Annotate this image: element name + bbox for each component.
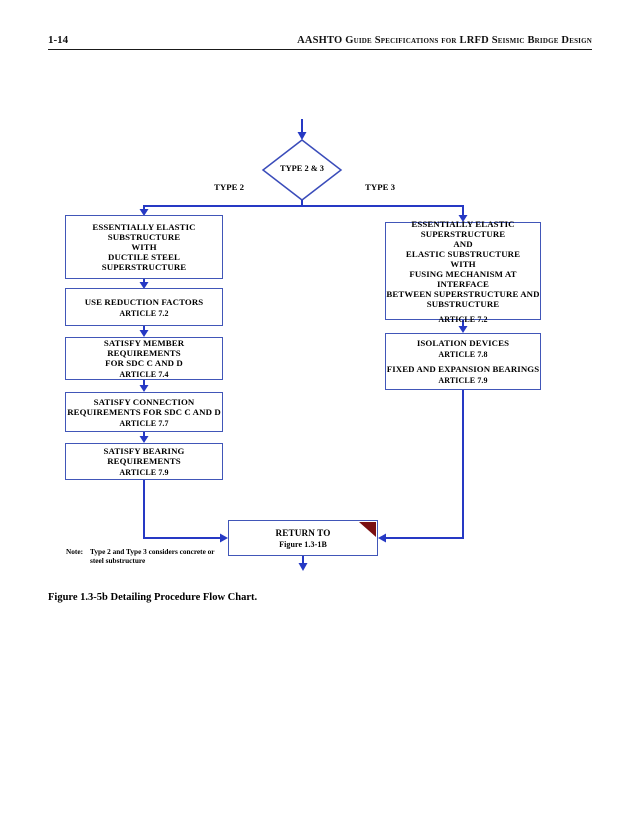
flow-box-bearing-requirements: SATISFY BEARING REQUIREMENTS ARTICLE 7.9 [65, 443, 223, 480]
flow-box-connection-requirements: SATISFY CONNECTION REQUIREMENTS FOR SDC … [65, 392, 223, 432]
box-line: BETWEEN SUPERSTRUCTURE AND [386, 288, 540, 299]
box-article: ARTICLE 7.2 [119, 308, 169, 318]
figure-note: Note: Type 2 and Type 3 considers concre… [66, 547, 215, 565]
box-article: ARTICLE 7.9 [119, 468, 169, 477]
corner-flag-triangle [359, 522, 376, 537]
note-label: Note: [66, 547, 84, 556]
page-number: 1-14 [48, 34, 69, 46]
decision-diamond-label: TYPE 2 & 3 [280, 164, 324, 173]
box-line: AND [453, 238, 473, 249]
box-article: ARTICLE 7.9 [438, 376, 488, 385]
box-line: ELASTIC SUBSTRUCTURE [405, 248, 521, 259]
header-title: AASHTO Guide Specifications for LRFD Sei… [297, 35, 592, 46]
flow-box-return: RETURN TO Figure 1.3-1B [228, 520, 378, 556]
box-title: SATISFY BEARING REQUIREMENTS [103, 446, 185, 466]
flow-box-use-reduction-factors: USE REDUCTION FACTORS ARTICLE 7.2 [65, 288, 223, 326]
flow-box-isolation-devices: ISOLATION DEVICES ARTICLE 7.8 FIXED AND … [385, 333, 541, 390]
flow-box-elastic-superstructure: ESSENTIALLY ELASTIC SUPERSTRUCTURE AND E… [385, 218, 541, 324]
box-line: SUBSTRUCTURE [426, 298, 500, 309]
box-line: SUBSTRUCTURE [107, 232, 181, 242]
figure-caption: Figure 1.3-5b Detailing Procedure Flow C… [48, 592, 258, 603]
box-line: ESSENTIALLY ELASTIC [411, 218, 515, 229]
note-text: Type 2 and Type 3 considers concrete or … [90, 547, 215, 565]
box-line: WITH [131, 242, 157, 252]
box-line: WITH [450, 258, 476, 269]
box-line: FUSING MECHANISM AT INTERFACE [409, 268, 517, 289]
branch-label-type-2: TYPE 2 [213, 182, 245, 192]
note-line: steel substructure [90, 556, 146, 565]
arrowheads [139, 132, 468, 571]
box-article: ARTICLE 7.7 [119, 418, 169, 428]
box-article: ARTICLE 7.8 [438, 350, 488, 359]
box-title: REQUIREMENTS FOR SDC C AND D [67, 406, 221, 417]
page-header: 1-14 AASHTO Guide Specifications for LRF… [48, 34, 592, 50]
box-line: SUPERSTRUCTURE [420, 228, 506, 239]
box-line: ESSENTIALLY ELASTIC [92, 222, 196, 232]
note-line: Type 2 and Type 3 considers concrete or [90, 547, 215, 556]
flow-box-elastic-substructure: ESSENTIALLY ELASTIC SUBSTRUCTURE WITH DU… [65, 215, 223, 279]
box-title: ISOLATION DEVICES [416, 338, 510, 348]
box-title: FIXED AND EXPANSION BEARINGS [386, 364, 540, 374]
branch-label-type-3: TYPE 3 [364, 182, 396, 192]
box-title: RETURN TO [275, 527, 331, 538]
box-title: USE REDUCTION FACTORS [84, 296, 204, 307]
flow-box-member-requirements: SATISFY MEMBER REQUIREMENTS FOR SDC C AN… [65, 337, 223, 380]
box-title: FOR SDC C AND D [105, 358, 183, 368]
box-article: ARTICLE 7.4 [119, 370, 169, 379]
box-line: DUCTILE STEEL [108, 252, 180, 262]
box-subtitle: Figure 1.3-1B [279, 539, 327, 549]
box-title: SATISFY MEMBER REQUIREMENTS [103, 338, 185, 358]
box-line: SUPERSTRUCTURE [101, 262, 187, 272]
box-article: ARTICLE 7.2 [438, 314, 488, 324]
box-title: SATISFY CONNECTION [93, 396, 195, 407]
